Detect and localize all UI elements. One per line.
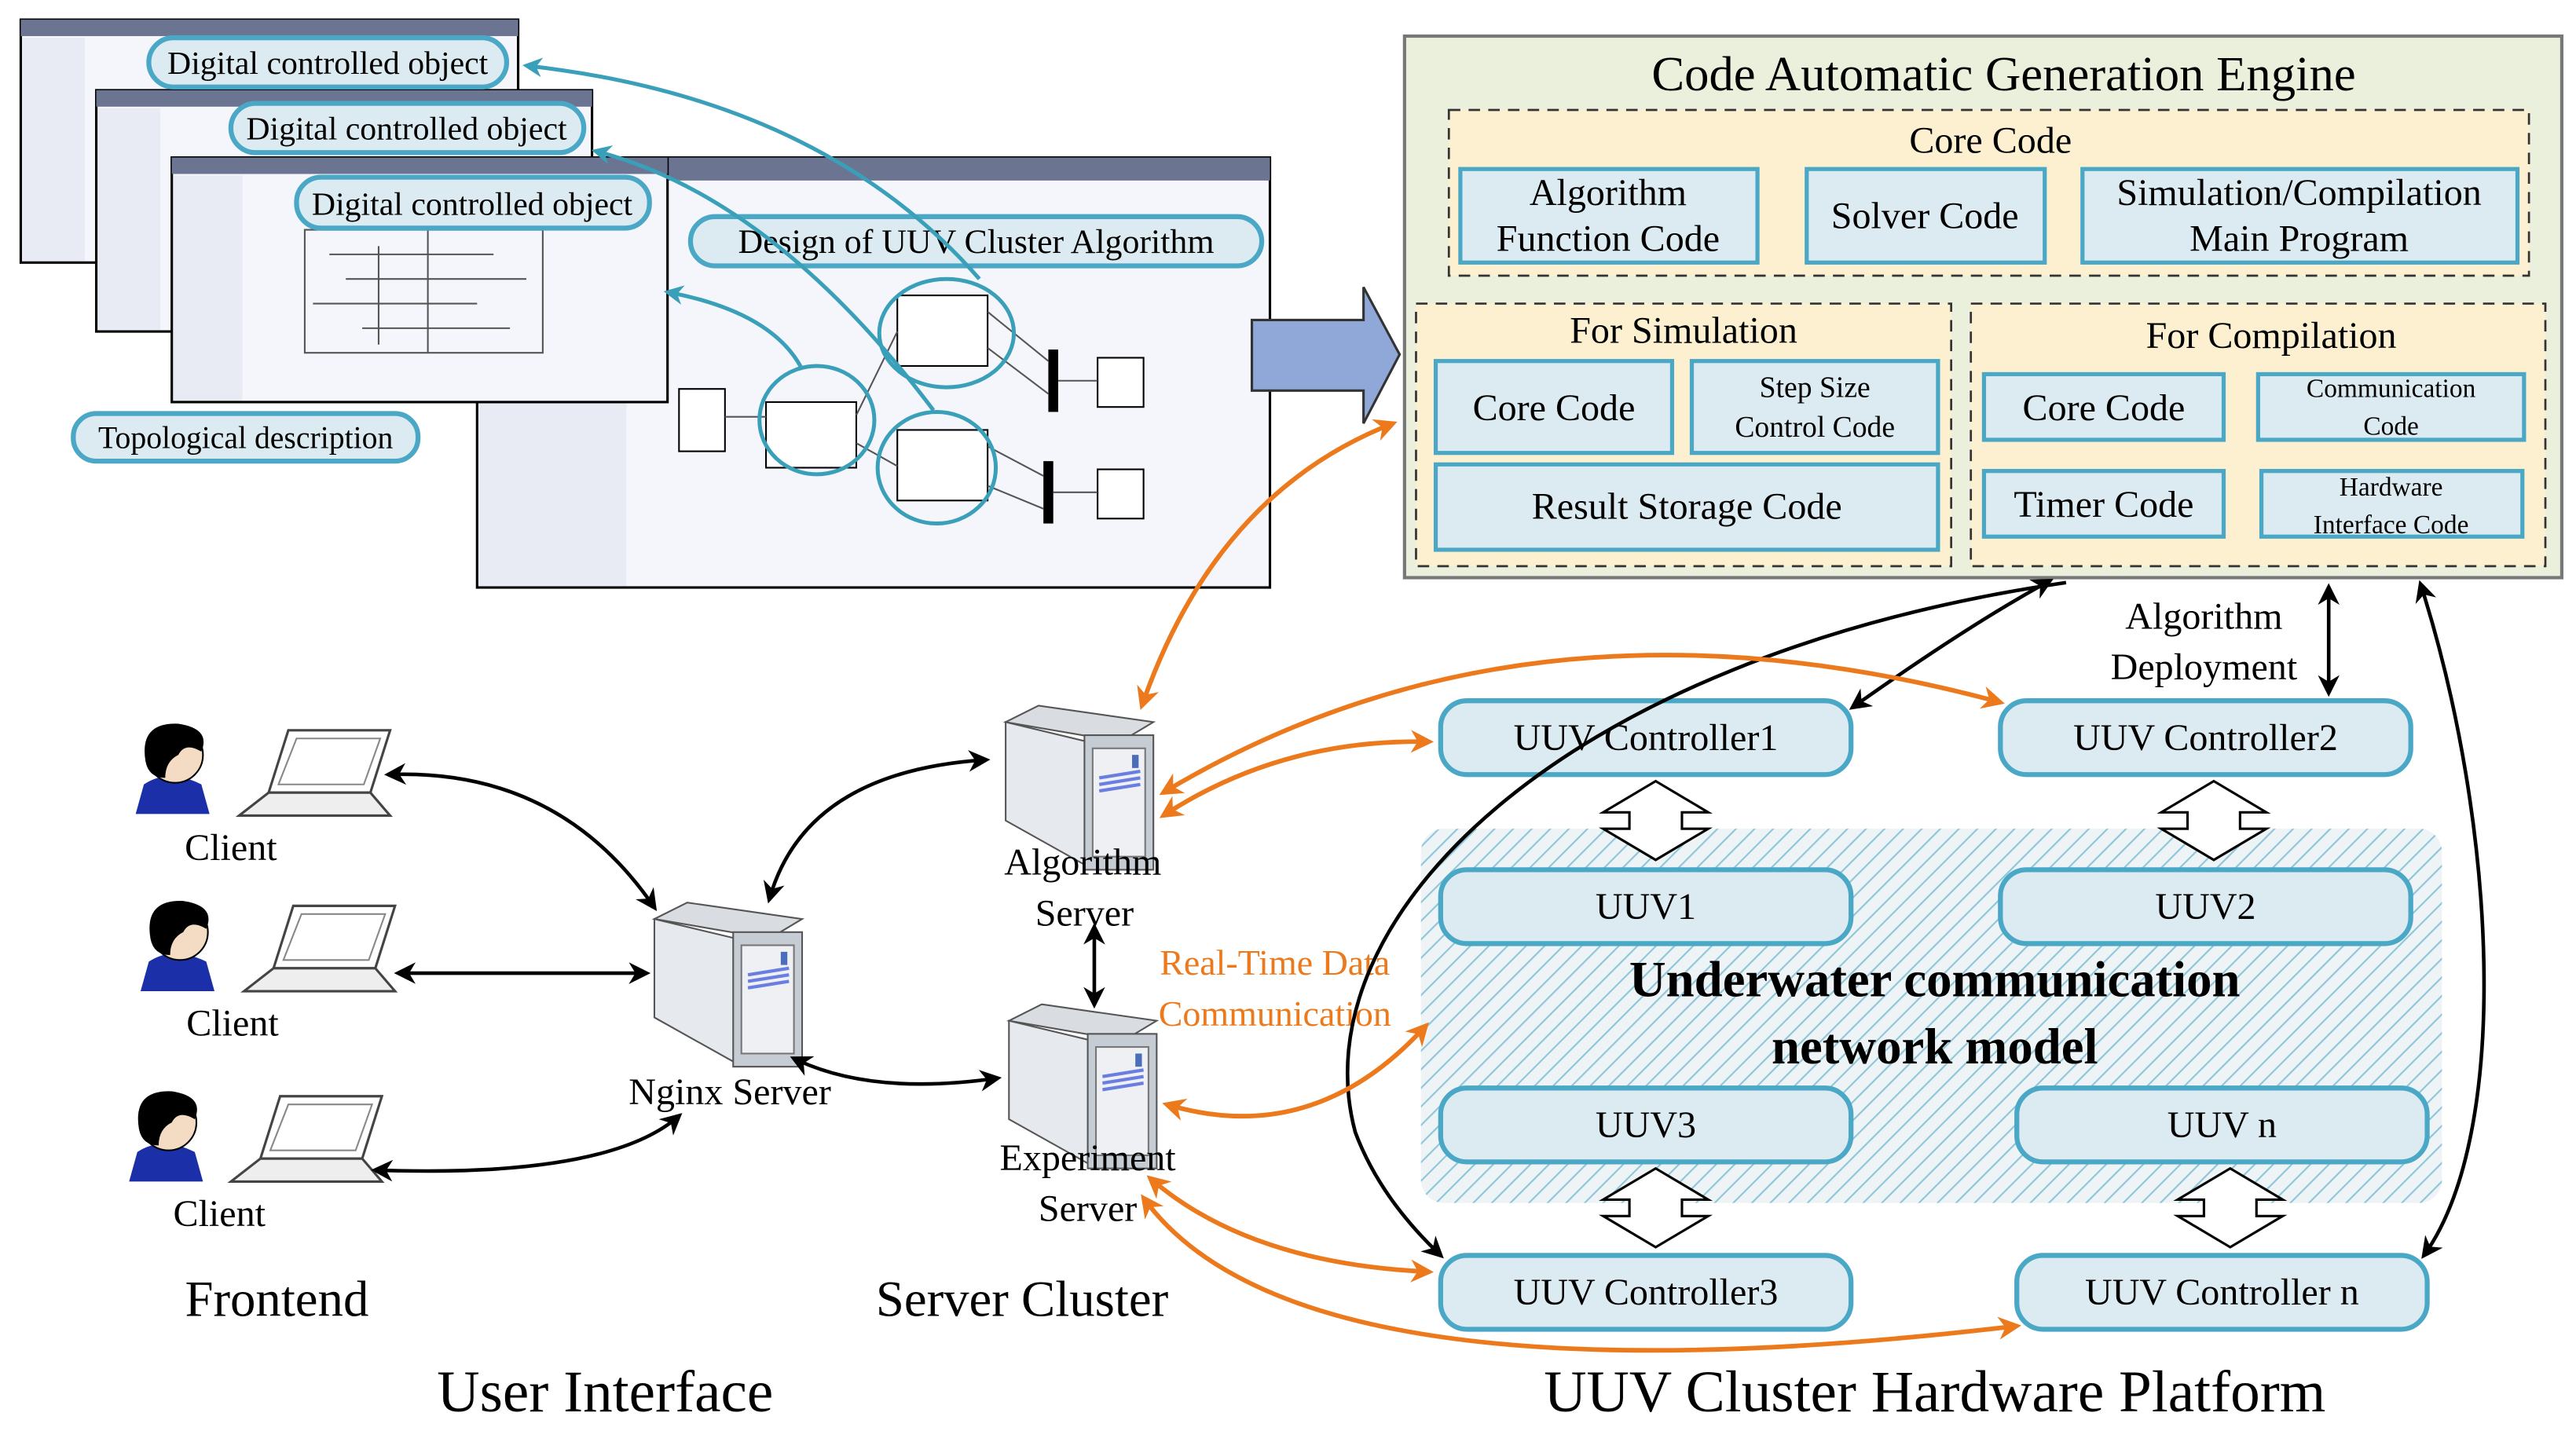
box-text: Control Code xyxy=(1735,411,1895,444)
network-model-label: Underwater communication xyxy=(1629,951,2241,1008)
uuv-label: UUV n xyxy=(2167,1104,2277,1146)
digital-controlled-object-text-3: Digital controlled object xyxy=(312,187,633,223)
step-size-control-code-box xyxy=(1689,359,1940,456)
communication-code-box xyxy=(2255,371,2527,442)
client-label: Client xyxy=(174,1193,266,1235)
box-text: Result Storage Code xyxy=(1532,485,1842,527)
orange-data-connectors xyxy=(1137,419,2022,1353)
result-storage-code-box xyxy=(1433,462,1940,552)
algorithm-server-label: Algorithm xyxy=(1004,842,1161,884)
box-text: Simulation/Compilation xyxy=(2116,172,2481,214)
user-interface-label: User Interface xyxy=(437,1360,773,1425)
timer-code-box xyxy=(1981,469,2226,539)
box-text: Hardware xyxy=(2340,473,2443,502)
digital-controlled-object-label-3 xyxy=(294,174,652,231)
digital-controlled-object-label-2 xyxy=(228,101,587,156)
client-3: Client xyxy=(128,1090,383,1235)
laptop-icon xyxy=(229,1095,383,1183)
solver-code-box xyxy=(1805,167,2047,265)
controller-label: UUV Controller1 xyxy=(1514,717,1779,759)
controller-label: UUV Controller3 xyxy=(1514,1272,1779,1313)
box-text: Main Program xyxy=(2189,218,2409,260)
digital-controlled-object-text-1: Digital controlled object xyxy=(167,46,489,82)
person-icon xyxy=(134,723,211,815)
box-text: Core Code xyxy=(1473,387,1636,429)
server-cluster-label: Server Cluster xyxy=(876,1272,1168,1328)
controller-label: UUV Controller2 xyxy=(2073,717,2338,759)
algorithm-deployment-label: Algorithm xyxy=(2125,595,2282,637)
client-1: Client xyxy=(134,723,392,869)
for-simulation-heading: For Simulation xyxy=(1570,310,1797,352)
uuv-n: UUV n xyxy=(2014,1085,2430,1165)
laptop-icon xyxy=(237,729,392,818)
algorithm-server-label: Server xyxy=(1035,892,1134,934)
for-compilation-heading: For Compilation xyxy=(2146,315,2397,357)
topological-description-label xyxy=(71,411,421,464)
experiment-server-label: Server xyxy=(1039,1188,1137,1230)
digital-controlled-object-text-2: Digital controlled object xyxy=(246,112,567,148)
box-text: Step Size xyxy=(1760,371,1871,404)
box-text: Communication xyxy=(2307,375,2476,404)
algorithm-deployment-label: Deployment xyxy=(2111,646,2298,688)
comp-core-code-box xyxy=(1981,371,2226,442)
box-text: Code xyxy=(2363,412,2419,441)
uuv-controller-1: UUV Controller1 xyxy=(1438,698,1854,778)
uuv-3: UUV3 xyxy=(1438,1085,1854,1165)
box-text: Timer Code xyxy=(2014,484,2193,525)
design-uuv-cluster-algorithm-label xyxy=(687,214,1265,269)
laptop-icon xyxy=(243,904,397,993)
uuv-1: UUV1 xyxy=(1438,867,1854,946)
uuv-controller-2: UUV Controller2 xyxy=(1998,698,2413,778)
experiment-server-label: Experiment xyxy=(1000,1137,1177,1179)
main-program-box xyxy=(2080,167,2520,265)
nginx-server-icon xyxy=(654,902,802,1067)
client-label: Client xyxy=(185,827,277,869)
realtime-data-label: Real-Time Data xyxy=(1160,942,1390,983)
hardware-interface-code-box xyxy=(2259,469,2525,539)
design-uuv-cluster-algorithm-text: Design of UUV Cluster Algorithm xyxy=(738,223,1215,261)
box-text: Interface Code xyxy=(2314,511,2469,540)
box-text: Solver Code xyxy=(1831,195,2019,236)
box-text: Core Code xyxy=(2023,387,2186,429)
digital-controlled-object-label-1 xyxy=(146,35,510,90)
big-right-arrow-icon xyxy=(1250,286,1402,424)
person-icon xyxy=(139,899,216,993)
topological-description-text: Topological description xyxy=(98,420,393,455)
uuv-controller-3: UUV Controller3 xyxy=(1438,1253,1854,1332)
frontend-label: Frontend xyxy=(185,1272,368,1328)
uuv-label: UUV2 xyxy=(2155,886,2255,928)
client-label: Client xyxy=(186,1002,279,1044)
network-model-label: network model xyxy=(1772,1019,2098,1075)
sim-core-code-box xyxy=(1433,359,1675,456)
engine-title: Code Automatic Generation Engine xyxy=(1651,46,2355,101)
box-text: Function Code xyxy=(1497,218,1720,260)
hardware-platform-label: UUV Cluster Hardware Platform xyxy=(1544,1360,2325,1425)
algorithm-function-code-box xyxy=(1458,167,1760,265)
nginx-server-label: Nginx Server xyxy=(628,1071,831,1113)
controller-label: UUV Controller n xyxy=(2085,1272,2359,1313)
code-generation-engine: Code Automatic Generation Engine Core Co… xyxy=(1402,34,2564,580)
box-text: Algorithm xyxy=(1530,172,1687,214)
person-icon xyxy=(128,1090,204,1183)
core-code-heading: Core Code xyxy=(1909,119,2072,161)
client-2: Client xyxy=(139,899,397,1044)
uuv-2: UUV2 xyxy=(1998,867,2413,946)
uuv-controller-n: UUV Controller n xyxy=(2014,1253,2430,1332)
highlight-circles xyxy=(522,57,1017,526)
uuv-label: UUV1 xyxy=(1596,886,1696,928)
uuv-label: UUV3 xyxy=(1596,1104,1696,1146)
